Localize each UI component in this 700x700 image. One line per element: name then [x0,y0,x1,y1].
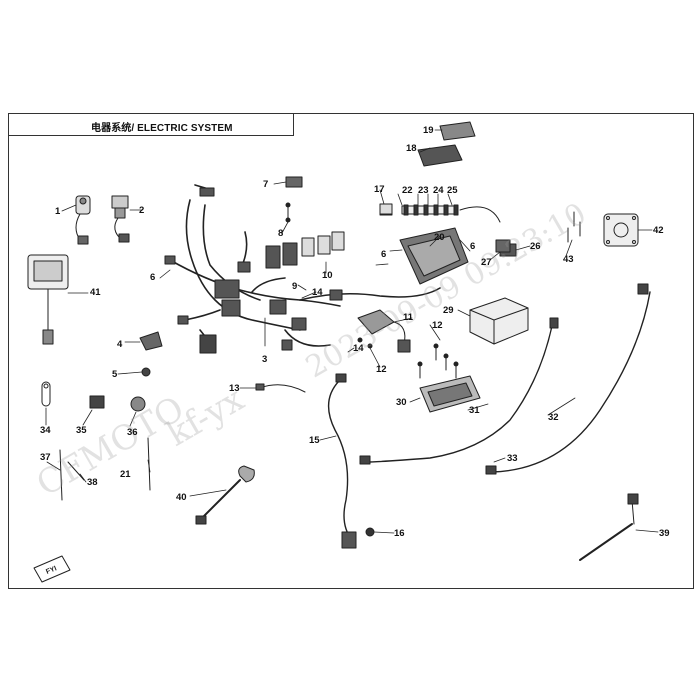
callout-2: 2 [139,205,145,216]
callout-17: 17 [374,184,385,195]
callout-33: 33 [507,453,518,464]
callout-14-upper: 14 [312,287,323,298]
callout-14-lower: 14 [353,343,364,354]
callout-23: 23 [418,185,429,196]
diagram-frame [8,113,694,589]
fuel-sensor-part [195,465,255,525]
callout-12-mid: 12 [376,364,387,375]
battery-part [469,297,529,345]
callout-27: 27 [481,257,492,268]
callout-6-upper: 6 [470,241,476,252]
callout-29: 29 [443,305,454,316]
control-unit-part [419,375,481,413]
callout-3: 3 [262,354,268,365]
callout-42: 42 [653,225,664,236]
fyi-badge-label: FYI [45,565,58,576]
callout-10: 10 [322,270,333,281]
callout-36: 36 [127,427,138,438]
start-switch-part [111,195,130,243]
ecu-part [417,121,476,167]
callout-6-mid: 6 [381,249,387,260]
main-wiring-harness-part [169,184,441,347]
callout-4: 4 [117,339,123,350]
battery-cable-part [364,325,553,463]
callout-43: 43 [563,254,574,265]
callout-11: 11 [403,312,414,323]
callout-35: 35 [76,425,87,436]
callout-7: 7 [263,179,269,190]
fyi-badge: FYI [33,555,71,583]
callout-41: 41 [90,287,101,298]
callout-39: 39 [659,528,670,539]
page-title: 电器系统/ ELECTRIC SYSTEM [91,123,233,134]
callout-30: 30 [396,397,407,408]
ignition-switch-part [75,195,91,245]
relays-part [265,231,345,269]
callout-13: 13 [229,383,240,394]
callout-37: 37 [40,452,51,463]
callout-1: 1 [55,206,61,217]
oxygen-sensor-part [579,493,639,561]
callout-15: 15 [309,435,320,446]
title-box: 电器系统/ ELECTRIC SYSTEM [8,113,294,136]
callout-40: 40 [176,492,187,503]
callout-38: 38 [87,477,98,488]
relay-module-part [27,254,69,345]
callout-31: 31 [469,405,480,416]
callout-34: 34 [40,425,51,436]
callout-18: 18 [406,143,417,154]
fuse-box-part [379,204,517,285]
callout-22: 22 [402,185,413,196]
callout-21: 21 [120,469,131,480]
callout-9: 9 [292,281,298,292]
callout-6-left: 6 [150,272,156,283]
callout-8: 8 [278,228,284,239]
callout-12-right: 12 [432,320,443,331]
starter-cable-part [491,291,651,473]
callout-16: 16 [394,528,405,539]
callout-5: 5 [112,369,118,380]
callout-19: 19 [423,125,434,136]
callout-20: 20 [434,232,445,243]
callout-32: 32 [548,412,559,423]
callout-26: 26 [530,241,541,252]
callout-25: 25 [447,185,458,196]
sensor-harness-part [327,379,353,541]
callout-24: 24 [433,185,444,196]
